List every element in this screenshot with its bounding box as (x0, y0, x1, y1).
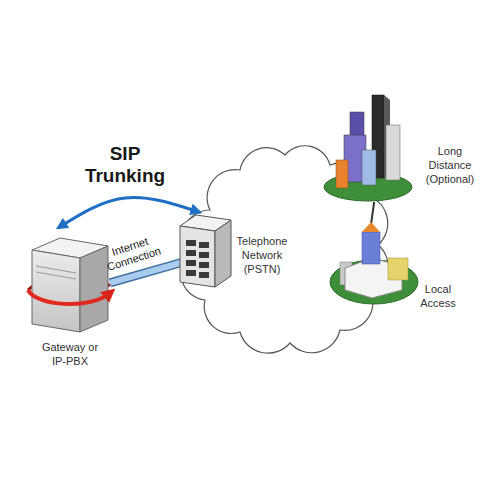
router-port (199, 252, 209, 258)
server-top (32, 238, 108, 258)
server-slot (36, 266, 76, 273)
node-label: Telephone Network (PSTN) (227, 234, 297, 276)
cloud-outline (200, 150, 370, 345)
pstn-cloud: Telephone Network (PSTN) (200, 150, 370, 345)
long-distance-city: Long Distance (Optional) (322, 92, 480, 202)
connector-group (370, 232, 375, 248)
router-port (186, 240, 196, 246)
router-port (199, 262, 209, 268)
building (344, 135, 366, 182)
router-top (180, 215, 231, 231)
connector-label: Internet Connection (98, 231, 167, 276)
local-access-town: Local Access (330, 248, 480, 318)
connector-group (58, 198, 200, 228)
server-slot (36, 272, 76, 279)
router-side (215, 220, 231, 287)
router-port (186, 250, 196, 256)
city-ground (324, 173, 412, 201)
town-ground (330, 260, 418, 304)
tower-side (384, 95, 390, 178)
building (340, 262, 352, 285)
gateway-server: Gateway or IP-PBX (30, 228, 110, 365)
server-side (80, 246, 108, 332)
building (362, 150, 376, 185)
tower (372, 95, 384, 178)
server-front (32, 250, 80, 332)
building (388, 258, 408, 280)
router-port (199, 242, 209, 248)
trunk-line (370, 232, 375, 248)
server-swirl-front (28, 290, 110, 304)
trunk-line (370, 202, 374, 232)
router-port (199, 272, 209, 278)
building (345, 258, 402, 298)
connector-outline (110, 257, 200, 283)
cloud-shape (181, 146, 388, 353)
node-label: Gateway or IP-PBX (38, 340, 102, 368)
connector-group (110, 257, 200, 283)
tower-roof (362, 222, 380, 232)
node-label: Long Distance (Optional) (418, 144, 482, 186)
router-port (186, 260, 196, 266)
building (336, 160, 348, 188)
router-port (186, 270, 196, 276)
router-front (180, 226, 215, 287)
tower (362, 232, 380, 264)
connector-label: SIP Trunking (75, 143, 175, 187)
sip-trunk-arrow (58, 198, 200, 228)
building (386, 125, 400, 180)
connector-group (370, 202, 374, 232)
internet-link (110, 257, 200, 283)
building (350, 112, 364, 152)
server-swirl-back (28, 277, 110, 290)
node-label: Local Access (414, 282, 462, 310)
